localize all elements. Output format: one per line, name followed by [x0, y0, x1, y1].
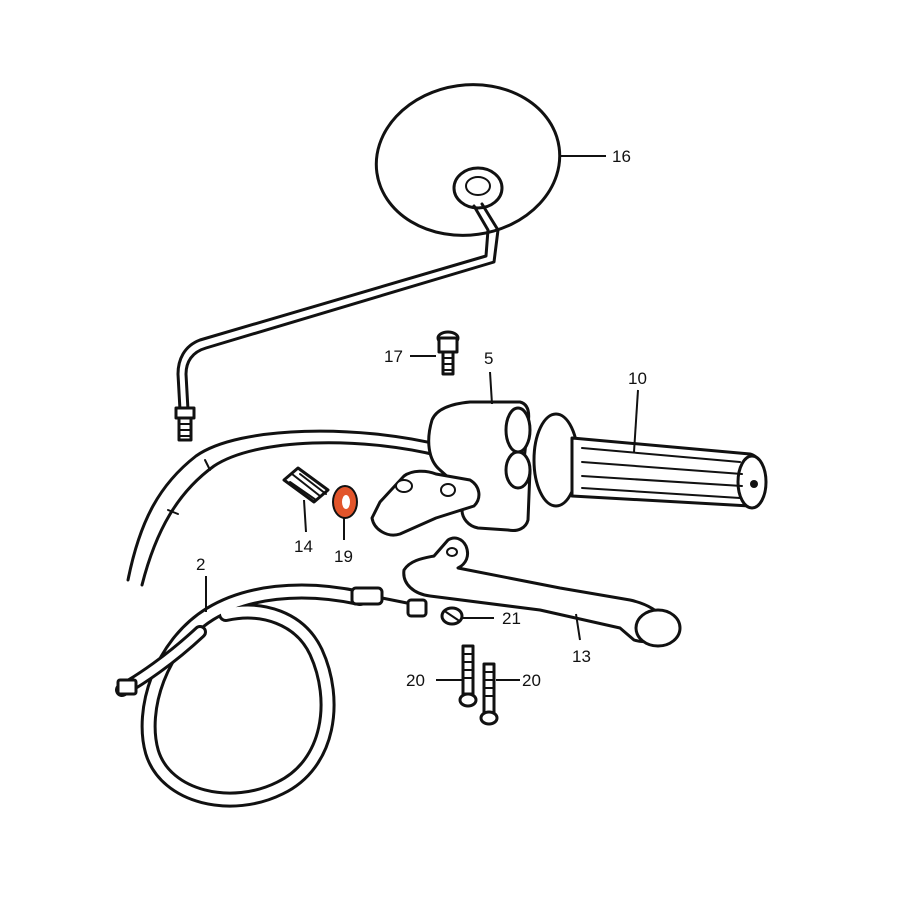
callout-2: 2	[196, 555, 205, 574]
clutch-cable	[115, 583, 428, 808]
leader-lines	[205, 155, 639, 681]
throttle-cable	[126, 429, 442, 587]
clutch-lever	[402, 536, 682, 648]
lever-nut	[440, 606, 464, 626]
callout-16: 16	[612, 147, 631, 166]
screw-right	[479, 662, 499, 726]
callout-19: 19	[334, 547, 353, 566]
adjuster-bolt	[282, 466, 330, 504]
callout-21: 21	[502, 609, 521, 628]
callout-10: 10	[628, 369, 647, 388]
pivot-bolt	[436, 330, 460, 376]
callout-14: 14	[294, 537, 313, 556]
callout-5: 5	[484, 349, 493, 368]
mirror	[174, 83, 562, 442]
lever-bracket	[370, 400, 532, 537]
screw-left	[458, 644, 478, 708]
washer-highlight	[332, 485, 358, 519]
callout-20-left: 20	[406, 671, 425, 690]
callout-17: 17	[384, 347, 403, 366]
handlebar-grip	[532, 412, 768, 510]
callout-20-right: 20	[522, 671, 541, 690]
callout-13: 13	[572, 647, 591, 666]
